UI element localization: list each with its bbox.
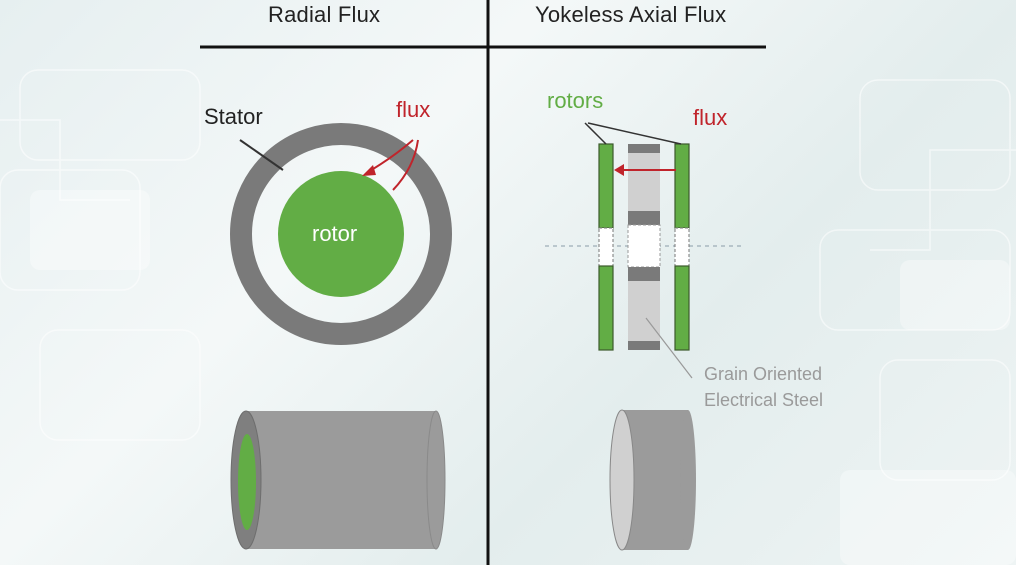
rotor-disc-left-gap [598, 227, 614, 267]
rotor-disc-right-gap [674, 227, 690, 267]
radial-cylinder-body [246, 411, 436, 549]
steel-cap-bottom [628, 341, 660, 350]
flux-label-radial: flux [396, 97, 431, 122]
radial-cylinder-rotor-face [238, 434, 256, 530]
steel-segment-lower [628, 281, 660, 341]
radial-cylinder-back [426, 410, 446, 550]
flux-arrowhead-axial [614, 164, 624, 176]
rotor-disc-right-upper [674, 143, 690, 229]
heading-radial-flux: Radial Flux [268, 2, 381, 27]
rotors-pointer-left [584, 122, 607, 145]
flux-arrow-radial-2 [392, 139, 419, 191]
axial-disc-face [609, 409, 635, 551]
stator-pointer [239, 139, 284, 171]
steel-segment-upper [628, 153, 660, 211]
steel-band-upper [628, 211, 660, 225]
steel-label-line-2: Electrical Steel [704, 390, 824, 410]
rotor-disc-left-lower [598, 265, 614, 351]
steel-label: Grain Oriented Electrical Steel [704, 361, 823, 413]
steel-pointer [645, 317, 693, 379]
steel-hole [627, 224, 661, 268]
rotors-pointer-right [587, 122, 682, 145]
rotor-disc [278, 171, 404, 297]
heading-yokeless-axial-flux: Yokeless Axial Flux [535, 2, 727, 27]
rotor-label: rotor [312, 221, 358, 246]
axial-disc-back [680, 410, 696, 550]
stator-ring [230, 123, 452, 345]
steel-band-lower [628, 267, 660, 281]
steel-label-line-1: Grain Oriented [704, 364, 823, 384]
flux-arrowhead-radial [362, 165, 376, 176]
steel-cap-top [628, 144, 660, 153]
stator-label: Stator [204, 104, 263, 129]
rotor-disc-right-lower [674, 265, 690, 351]
flux-label-axial: flux [693, 105, 728, 130]
rotors-label: rotors [547, 88, 604, 113]
rotor-disc-left-upper [598, 143, 614, 229]
